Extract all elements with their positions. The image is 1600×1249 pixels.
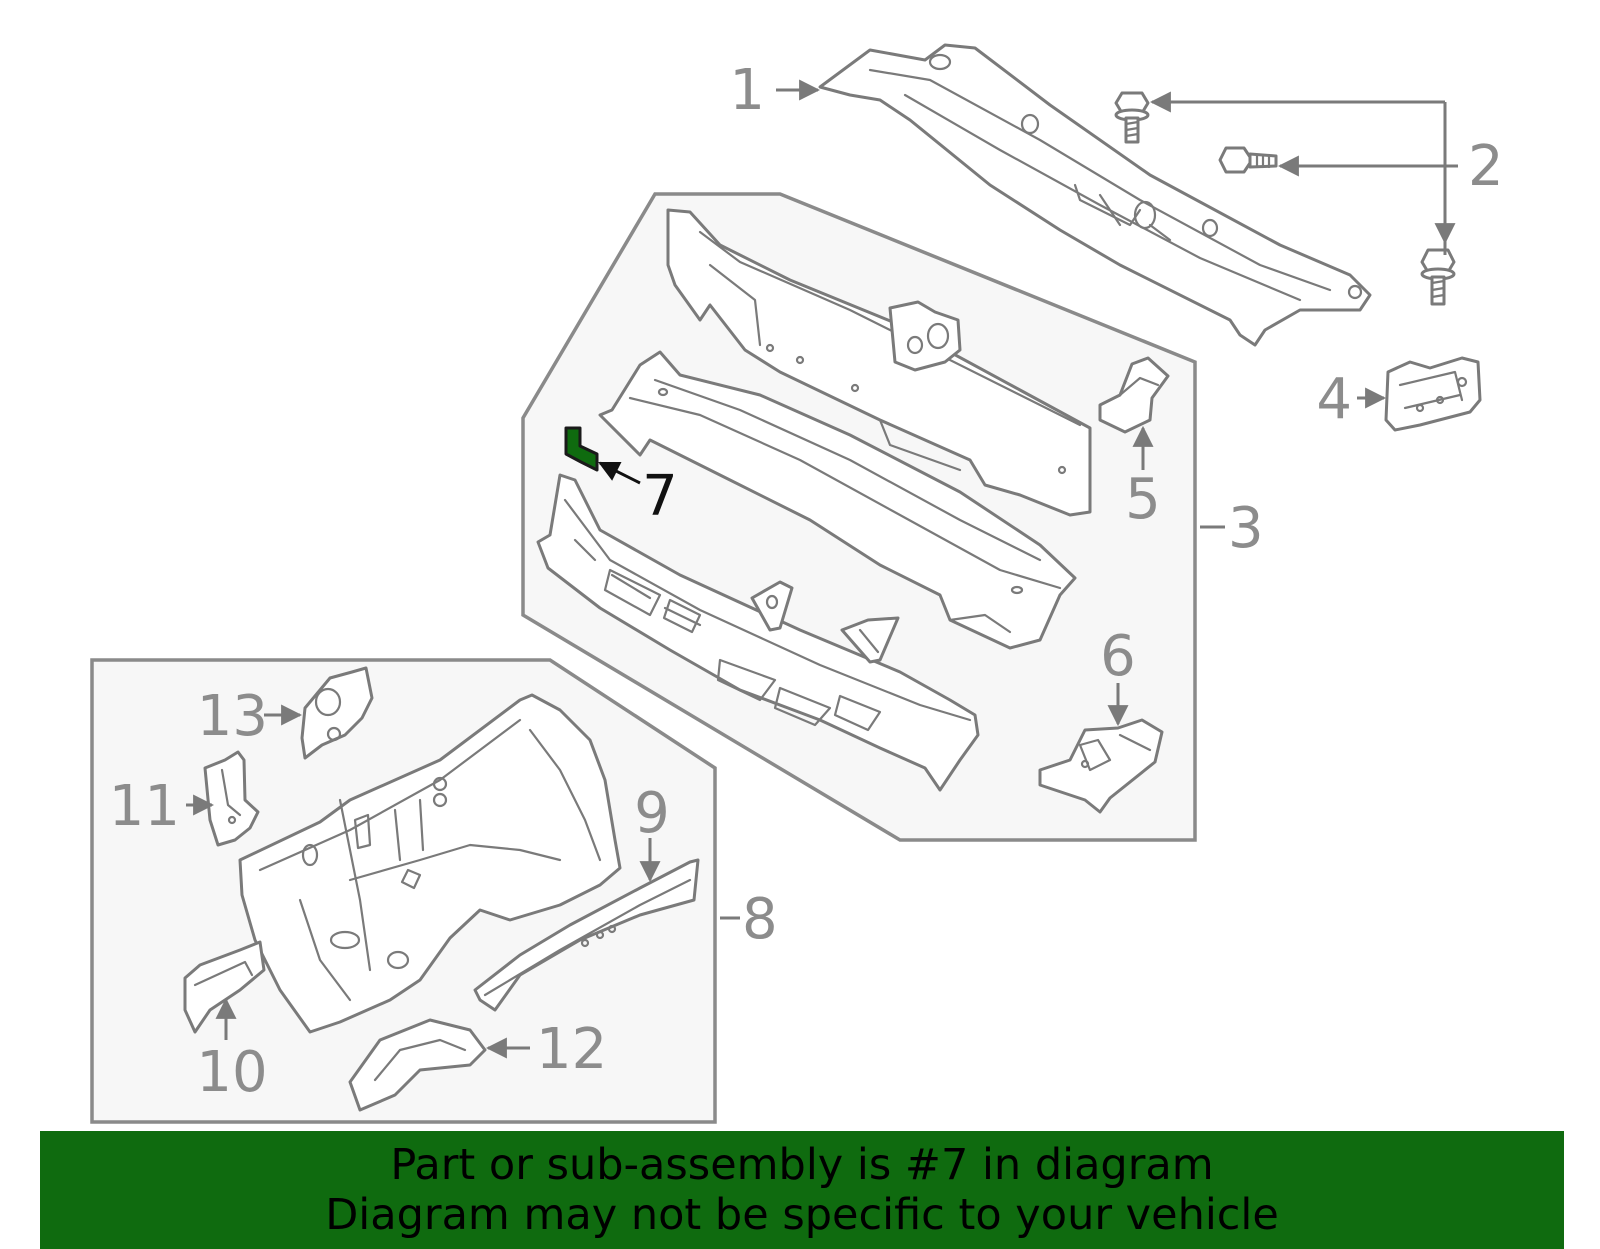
callout-1[interactable]: 1 <box>729 58 765 123</box>
part-3-mount-bracket[interactable] <box>888 300 962 372</box>
part-3-cowl-reinforcement[interactable] <box>598 350 1077 650</box>
leader-lines <box>186 79 1458 1059</box>
banner-line-2: Diagram may not be specific to your vehi… <box>325 1190 1279 1240</box>
part-1-cowl-panel[interactable] <box>818 43 1372 347</box>
callout-9[interactable]: 9 <box>634 781 670 846</box>
info-banner: Part or sub-assembly is #7 in diagram Di… <box>40 1131 1564 1249</box>
bolt-2 <box>1218 146 1278 174</box>
part-2-bolts[interactable] <box>1114 91 1456 306</box>
banner-line-1: Part or sub-assembly is #7 in diagram <box>390 1140 1214 1190</box>
callout-4[interactable]: 4 <box>1316 367 1352 432</box>
part-7-highlighted-bracket[interactable] <box>564 426 599 472</box>
part-3-cowl-lower-panel[interactable] <box>536 473 980 792</box>
bolt-1 <box>1114 91 1150 144</box>
part-3-small-gusset-b[interactable] <box>840 616 900 664</box>
part-6-bracket[interactable] <box>1038 718 1164 814</box>
callout-13[interactable]: 13 <box>197 684 268 749</box>
part-12-bracket[interactable] <box>348 1018 487 1112</box>
callout-6[interactable]: 6 <box>1100 624 1136 689</box>
part-4-bracket[interactable] <box>1384 356 1482 432</box>
callout-7-leader <box>598 461 641 485</box>
callout-5[interactable]: 5 <box>1125 467 1161 532</box>
bolt-3 <box>1420 248 1456 306</box>
part-3-small-gusset-a[interactable] <box>750 580 794 632</box>
callout-2[interactable]: 2 <box>1468 134 1504 199</box>
callout-3[interactable]: 3 <box>1228 496 1264 561</box>
part-10-bracket[interactable] <box>183 940 266 1034</box>
callout-10[interactable]: 10 <box>196 1040 267 1105</box>
callout-7[interactable]: 7 <box>642 464 678 529</box>
callout-12[interactable]: 12 <box>536 1017 607 1082</box>
part-13-plate[interactable] <box>300 666 374 760</box>
part-9-rail[interactable] <box>473 858 700 1012</box>
part-11-bracket[interactable] <box>203 750 260 847</box>
callout-11[interactable]: 11 <box>109 774 180 839</box>
part-3-dash-upper-panel[interactable] <box>666 208 1092 517</box>
part-8-dash-panel[interactable] <box>238 693 622 1034</box>
callout-8[interactable]: 8 <box>742 887 778 952</box>
